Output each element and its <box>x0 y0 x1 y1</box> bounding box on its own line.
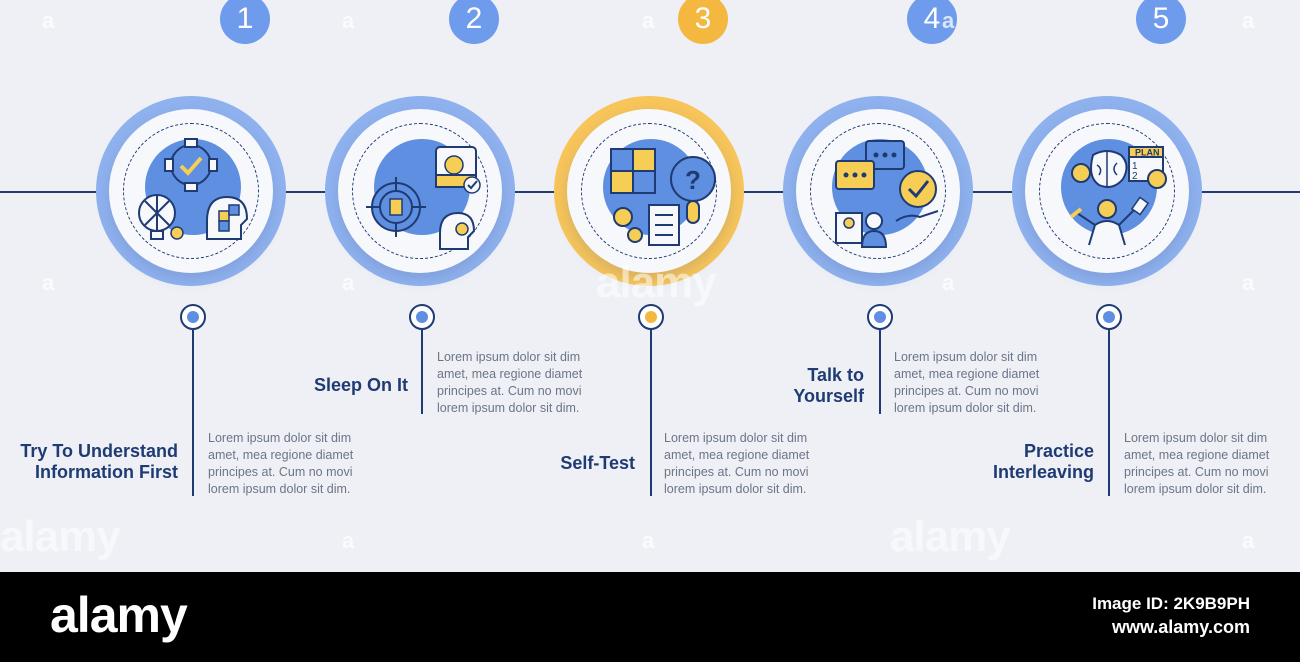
step-1-description: Lorem ipsum dolor sit dim amet, mea regi… <box>208 431 354 496</box>
step-2-description: Lorem ipsum dolor sit dim amet, mea regi… <box>437 350 583 415</box>
step-5-description: Lorem ipsum dolor sit dim amet, mea regi… <box>1124 431 1270 496</box>
plan-label: PLAN <box>1135 148 1160 158</box>
step-3: ? 3 <box>554 0 774 572</box>
watermark: a <box>342 270 355 295</box>
step-ring <box>96 96 286 286</box>
step-1-title: Try To Understand Information First <box>20 441 178 482</box>
footer-image-id: Image ID: 2K9B9PH <box>1092 594 1250 613</box>
step-3-description: Lorem ipsum dolor sit dim amet, mea regi… <box>664 431 810 496</box>
step-number-badge: 3 <box>678 0 728 44</box>
watermark: a <box>1242 270 1255 295</box>
connector-dot <box>1096 304 1122 330</box>
connector-line <box>879 330 881 414</box>
watermark-logo: alamy <box>596 258 717 307</box>
step-2-title: Sleep On It <box>313 375 408 395</box>
step-ring: PLAN 1 2 <box>1012 96 1202 286</box>
svg-text:2: 2 <box>1132 171 1138 182</box>
infographic-canvas: 1 Try To Understand Information First Lo… <box>0 0 1300 572</box>
watermark: a <box>42 8 55 33</box>
connector-line <box>1108 330 1110 496</box>
watermark: a <box>942 8 955 33</box>
stock-footer: alamy Image ID: 2K9B9PH www.alamy.com <box>0 572 1300 662</box>
step-4-description: Lorem ipsum dolor sit dim amet, mea regi… <box>894 350 1040 415</box>
step-number-badge: 4 <box>907 0 957 44</box>
footer-brand-logo: alamy <box>50 587 188 643</box>
connector-dot <box>409 304 435 330</box>
step-number-badge: 5 <box>1136 0 1186 44</box>
interleaving-icon: PLAN 1 2 <box>1069 146 1167 246</box>
step-2: 2 <box>325 0 545 572</box>
self-test-icon: ? <box>610 148 716 246</box>
step-4: 4 <box>783 0 1003 572</box>
watermark-logo: alamy <box>890 512 1011 561</box>
connector-dot <box>180 304 206 330</box>
step-1: 1 <box>96 0 316 572</box>
footer-site-url: www.alamy.com <box>1111 617 1250 637</box>
connector-line <box>650 330 652 496</box>
connector-line <box>421 330 423 414</box>
step-ring <box>325 96 515 286</box>
step-number-badge: 1 <box>220 0 270 44</box>
watermark: a <box>642 8 655 33</box>
step-4-title: Talk to Yourself <box>793 365 864 406</box>
talk-icon <box>835 140 939 248</box>
step-3-title: Self-Test <box>560 453 635 473</box>
watermark: a <box>1242 528 1255 553</box>
watermark: a <box>1242 8 1255 33</box>
connector-dot <box>867 304 893 330</box>
understand-icon <box>138 138 249 240</box>
step-5-title: Practice Interleaving <box>992 441 1094 482</box>
step-ring: ? <box>554 96 744 286</box>
watermark-logo: alamy <box>0 512 121 561</box>
svg-text:1: 1 <box>1132 161 1138 172</box>
sleep-icon <box>366 146 481 250</box>
connector-dot <box>638 304 664 330</box>
watermark: a <box>642 528 655 553</box>
step-5: PLAN 1 2 5 <box>1012 0 1232 572</box>
step-number-badge: 2 <box>449 0 499 44</box>
connector-line <box>192 330 194 496</box>
watermark: a <box>942 270 955 295</box>
watermark: a <box>342 8 355 33</box>
watermark: a <box>42 270 55 295</box>
watermark: a <box>342 528 355 553</box>
step-ring <box>783 96 973 286</box>
svg-text:?: ? <box>685 165 701 195</box>
